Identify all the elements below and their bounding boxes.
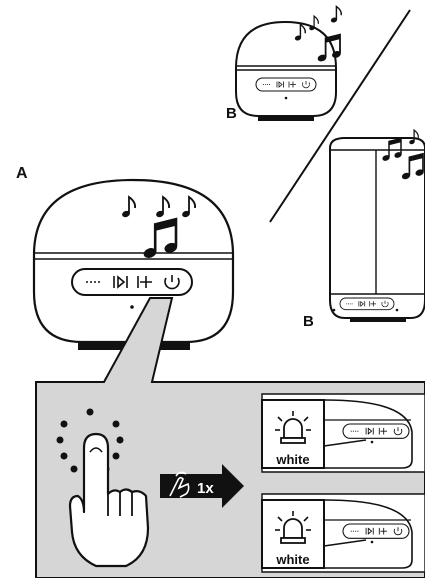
- device-b-small: [235, 20, 337, 121]
- button-panel-icon: [71, 268, 193, 296]
- led-color-label-bottom: white: [275, 552, 309, 567]
- button-panel-icon: [255, 77, 317, 92]
- button-panel-icon: [342, 523, 410, 539]
- device-b-bottom-label: B: [303, 313, 314, 330]
- divider-line: [269, 9, 411, 223]
- led-color-label-top: white: [275, 452, 309, 467]
- button-panel-icon: [342, 423, 410, 439]
- press-count-label: 1x: [197, 480, 214, 497]
- led-status-row-top: white: [261, 393, 425, 473]
- led-status-row-bottom: white: [261, 493, 425, 573]
- device-a-label: A: [16, 165, 28, 182]
- finger-press-icon: [68, 432, 150, 568]
- device-b-tall: [329, 137, 425, 322]
- device-b-top-label: B: [226, 105, 237, 122]
- press-arrow: 1x: [160, 464, 244, 508]
- device-a: [32, 178, 235, 350]
- tap-gesture-icon: [169, 471, 190, 498]
- button-panel-icon: [339, 297, 395, 311]
